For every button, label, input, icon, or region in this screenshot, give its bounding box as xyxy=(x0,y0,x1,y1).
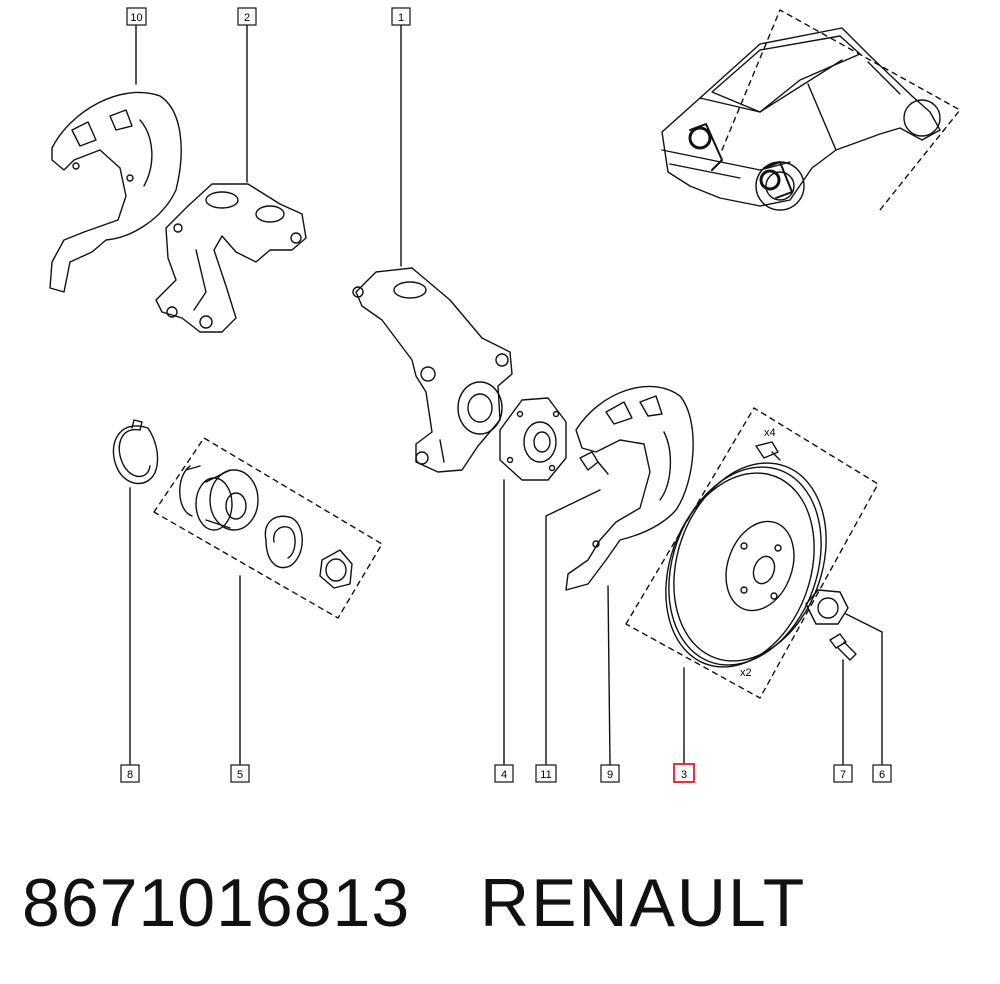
part-5-wheel-bearing-kit xyxy=(153,437,383,619)
part-11-screw xyxy=(579,451,609,475)
exploded-parts-diagram: x4 x2 10 2 1 8 5 4 11 9 3 7 6 xyxy=(49,7,961,783)
svg-text:8: 8 xyxy=(127,769,133,781)
svg-text:10: 10 xyxy=(130,12,142,24)
callout-4[interactable]: 4 xyxy=(494,764,514,783)
part-8-circlip xyxy=(112,419,159,485)
svg-text:9: 9 xyxy=(607,769,613,781)
callout-10[interactable]: 10 xyxy=(126,7,147,26)
svg-text:3: 3 xyxy=(681,769,687,781)
brand-caption: RENAULT xyxy=(480,865,807,941)
leader-lines xyxy=(129,24,883,766)
part-9-disc-shield xyxy=(565,385,694,591)
part-3-brake-disc xyxy=(625,407,879,699)
part-4-wheel-hub xyxy=(499,397,567,481)
callout-6[interactable]: 6 xyxy=(872,764,892,783)
svg-text:5: 5 xyxy=(237,769,243,781)
svg-text:7: 7 xyxy=(840,769,846,781)
callout-1[interactable]: 1 xyxy=(391,7,411,26)
svg-text:4: 4 xyxy=(501,769,507,781)
callout-7[interactable]: 7 xyxy=(833,764,853,783)
part-2-steering-knuckle xyxy=(155,183,307,333)
part-1-steering-knuckle xyxy=(352,267,513,473)
part-number-caption: 8671016813 xyxy=(22,865,411,941)
part-7-bolt xyxy=(829,633,857,661)
callout-5[interactable]: 5 xyxy=(230,764,250,783)
part-10-dust-shield xyxy=(49,91,182,293)
callout-8[interactable]: 8 xyxy=(120,764,140,783)
part-6-hub-nut xyxy=(805,589,849,625)
svg-text:6: 6 xyxy=(879,769,885,781)
disc-quantity-mark: x2 xyxy=(740,667,752,679)
svg-text:2: 2 xyxy=(244,12,250,24)
car-overview-illustration xyxy=(661,9,961,211)
callout-9[interactable]: 9 xyxy=(600,764,620,783)
callout-2[interactable]: 2 xyxy=(237,7,257,26)
callout-11[interactable]: 11 xyxy=(535,764,557,783)
svg-text:1: 1 xyxy=(398,12,404,24)
bolt-quantity-mark: x4 xyxy=(764,427,776,439)
callout-3-highlighted[interactable]: 3 xyxy=(673,763,695,783)
svg-text:11: 11 xyxy=(540,769,551,781)
